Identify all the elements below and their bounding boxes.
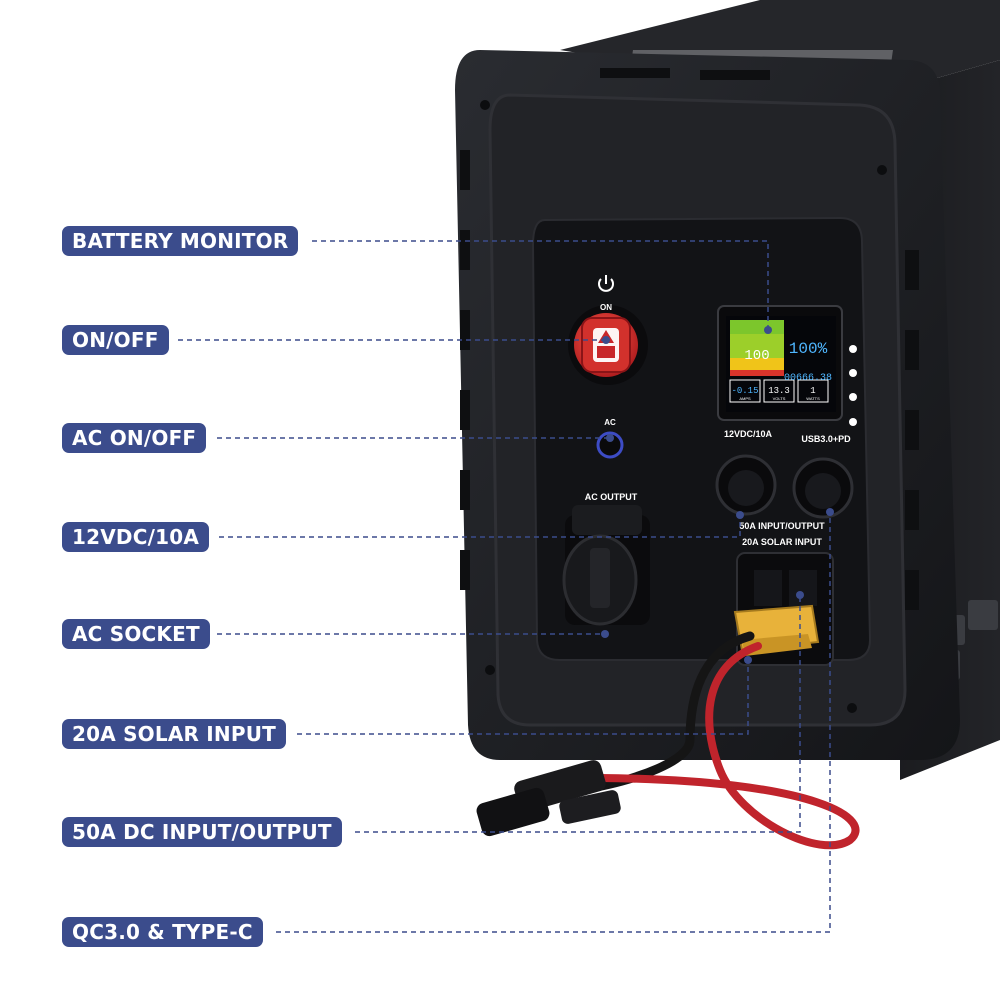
dc-ports	[715, 454, 854, 519]
side-icon-b	[968, 600, 998, 630]
monitor-amps-unit: AMPS	[739, 396, 751, 401]
ac-socket	[562, 505, 650, 626]
frame-screws	[480, 100, 887, 713]
leader-qc-typec	[276, 512, 831, 933]
solar-cables	[575, 631, 860, 850]
monitor-buttons	[849, 345, 857, 426]
callout-on-off: ON/OFF	[62, 325, 169, 355]
monitor-amps: -0.15	[731, 386, 758, 396]
monitor-up-button[interactable]	[849, 345, 857, 353]
port-12v-label: 12VDC/10A	[724, 429, 773, 439]
callout-qc-typec: QC3.0 & TYPE-C	[62, 917, 263, 947]
battery-bar-red	[730, 370, 784, 376]
callout-battery-monitor: BATTERY MONITOR	[62, 226, 299, 256]
callout-12vdc: 12VDC/10A	[62, 522, 210, 552]
callout-solar-input: 20A SOLAR INPUT	[62, 719, 286, 749]
monitor-watts: 1	[810, 386, 815, 396]
ac-output-label: AC OUTPUT	[585, 492, 638, 502]
frame-grille	[460, 68, 919, 610]
port-usb-label: USB3.0+PD	[801, 434, 851, 444]
leader-12vdc	[219, 515, 741, 538]
leader-battery-monitor	[312, 240, 769, 330]
anderson-input	[733, 552, 834, 666]
monitor-percent-left: 100	[744, 348, 769, 364]
monitor-volts-unit: VOLTS	[773, 396, 786, 401]
battery-bar-green	[730, 320, 784, 334]
power-switch-group	[568, 275, 648, 385]
monitor-percent-right: 100%	[789, 340, 828, 358]
monitor-volts: 13.3	[768, 386, 790, 396]
monitor-watts-unit: WATTS	[806, 396, 820, 401]
leader-dc-io	[355, 595, 801, 833]
monitor-back-button[interactable]	[849, 393, 857, 401]
callout-ac-socket: AC SOCKET	[62, 619, 210, 649]
monitor-counter: 00666.38	[784, 373, 832, 384]
monitor-next-button[interactable]	[849, 369, 857, 377]
settings-icon[interactable]	[849, 418, 857, 426]
leader-dots	[601, 326, 834, 664]
input-label-line1: 50A INPUT/OUTPUT	[739, 521, 825, 531]
callout-dc-io: 50A DC INPUT/OUTPUT	[62, 817, 342, 847]
power-icon	[598, 278, 614, 292]
on-label: ON	[600, 303, 612, 312]
ac-button[interactable]	[596, 431, 624, 459]
battery-monitor	[717, 305, 857, 426]
ac-label: AC	[604, 418, 616, 427]
leader-solar-input	[297, 660, 749, 735]
input-label-line2: 20A SOLAR INPUT	[742, 537, 822, 547]
battery-bar-yellow	[730, 358, 784, 370]
leader-lines	[178, 240, 831, 933]
callout-ac-on-off: AC ON/OFF	[62, 423, 207, 453]
mc4-connector	[476, 760, 621, 837]
